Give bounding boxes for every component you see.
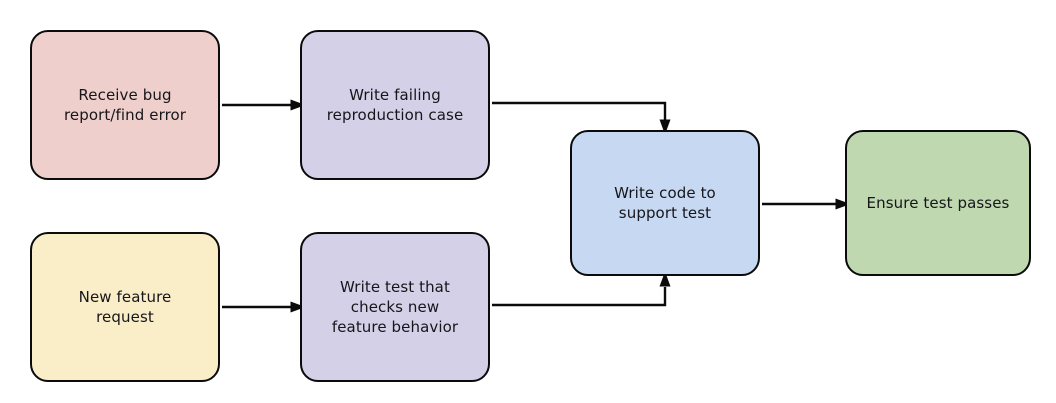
node-write-test-checks-new-feature[interactable]: Write test that checks new feature behav… bbox=[300, 232, 490, 382]
node-label: Write failing reproduction case bbox=[326, 86, 464, 124]
node-label: Receive bug report/find error bbox=[63, 86, 187, 124]
edge-write-failing-reproduction-case-to-write-code-to-support-test bbox=[492, 101, 667, 120]
node-write-code-to-support-test[interactable]: Write code to support test bbox=[570, 130, 760, 276]
node-ensure-test-passes[interactable]: Ensure test passes bbox=[845, 130, 1031, 276]
node-label: Ensure test passes bbox=[866, 194, 1010, 212]
edge-write-test-checks-new-feature-to-write-code-to-support-test bbox=[492, 287, 667, 307]
node-write-failing-reproduction-case[interactable]: Write failing reproduction case bbox=[300, 30, 490, 180]
node-new-feature-request[interactable]: New feature request bbox=[30, 232, 220, 382]
node-label: Write code to support test bbox=[614, 184, 716, 222]
node-receive-bug-report[interactable]: Receive bug report/find error bbox=[30, 30, 220, 180]
node-label: New feature request bbox=[78, 288, 172, 326]
node-label: Write test that checks new feature behav… bbox=[331, 278, 459, 336]
